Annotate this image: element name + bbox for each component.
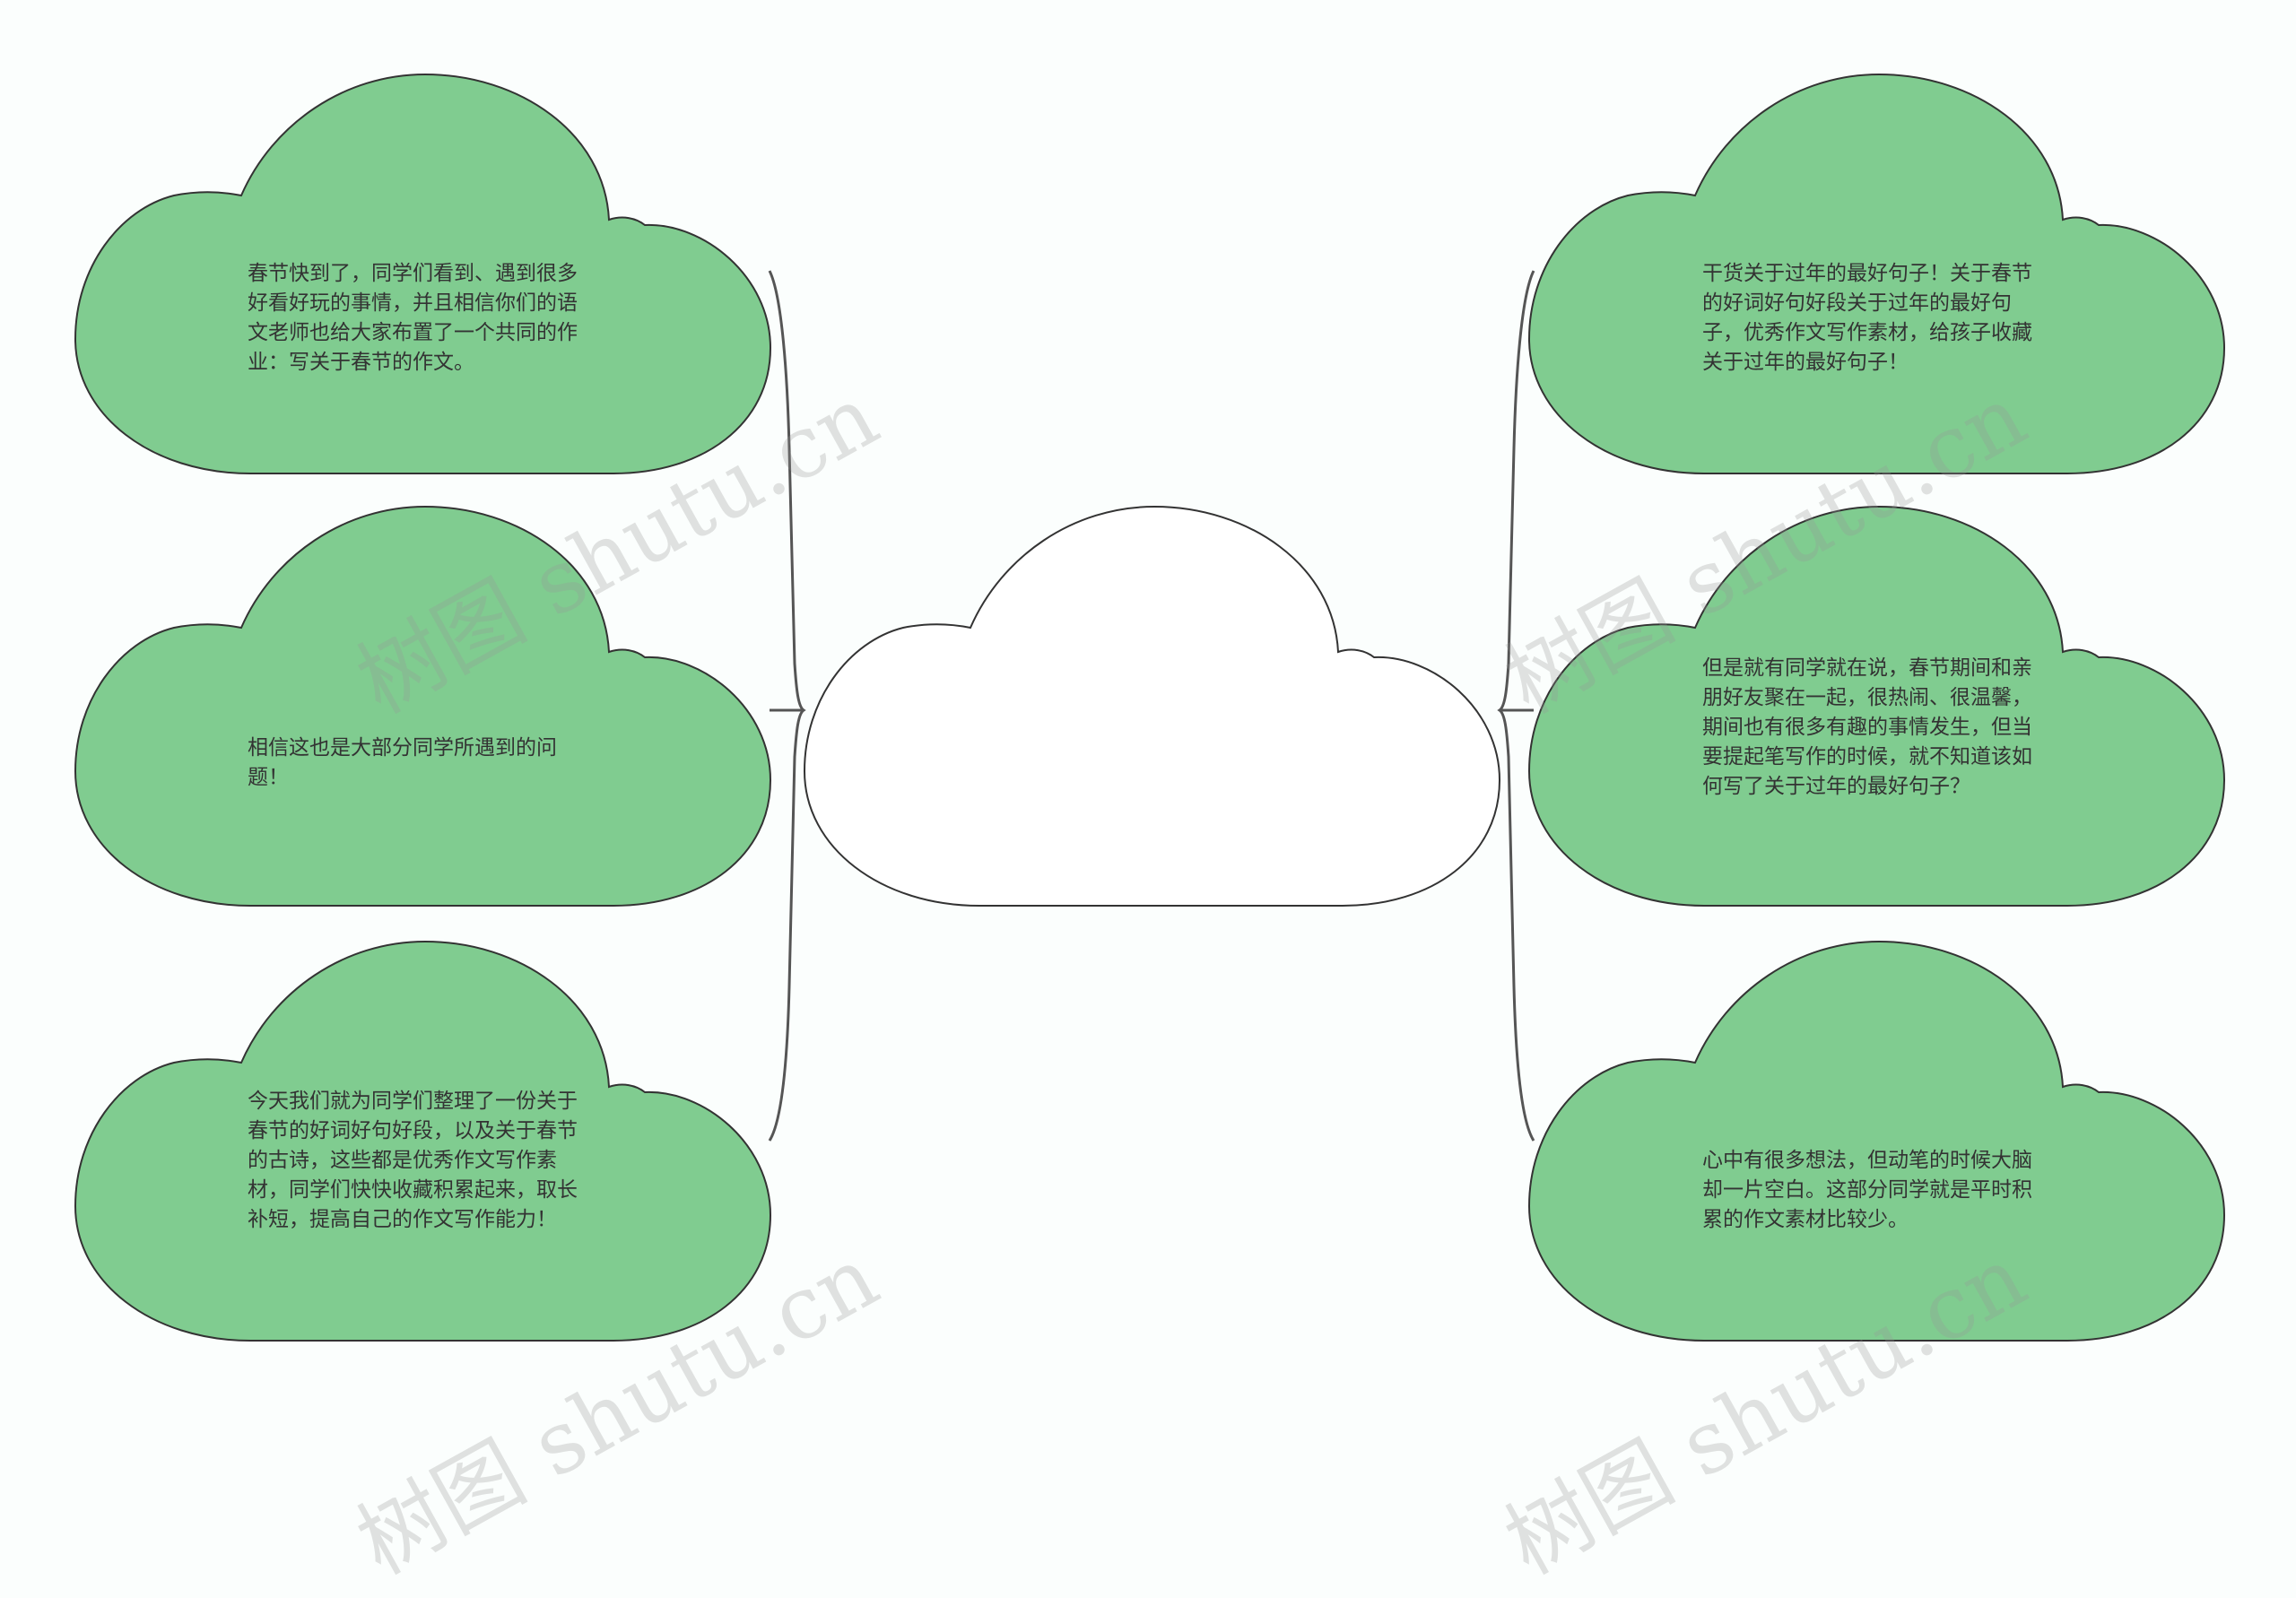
left-node-1-cloud <box>74 73 772 474</box>
mindmap-diagram <box>74 73 2226 1342</box>
central-node-cloud <box>803 505 1501 907</box>
right-node-3-cloud <box>1527 940 2226 1342</box>
left-node-1-text: 春节快到了，同学们看到、遇到很多好看好玩的事情，并且相信你们的语文老师也给大家布… <box>248 262 578 374</box>
left-node-2-text: 相信这也是大部分同学所遇到的问题！ <box>248 736 557 789</box>
right-node-3-text: 心中有很多想法，但动笔的时候大脑却一片空白。这部分同学就是平时积累的作文素材比较… <box>1702 1149 2032 1231</box>
left-node-3-cloud <box>74 940 772 1342</box>
right-node-2-text: 但是就有同学就在说，春节期间和亲朋好友聚在一起，很热闹、很温馨，期间也有很多有趣… <box>1702 656 2032 798</box>
left-node-2-cloud <box>74 505 772 907</box>
right-connector-brace <box>1497 270 1535 1142</box>
mindmap-canvas: 春节快到了，同学们看到、遇到很多好看好玩的事情，并且相信你们的语文老师也给大家布… <box>74 73 2226 1594</box>
right-node-1-text: 干货关于过年的最好句子！关于春节的好词好句好段关于过年的最好句子，优秀作文写作素… <box>1702 262 2032 374</box>
left-node-3-text: 今天我们就为同学们整理了一份关于春节的好词好句好段，以及关于春节的古诗，这些都是… <box>248 1090 578 1231</box>
left-connector-brace <box>768 270 806 1142</box>
right-node-1-cloud <box>1527 73 2226 474</box>
right-node-2-cloud <box>1527 505 2226 907</box>
